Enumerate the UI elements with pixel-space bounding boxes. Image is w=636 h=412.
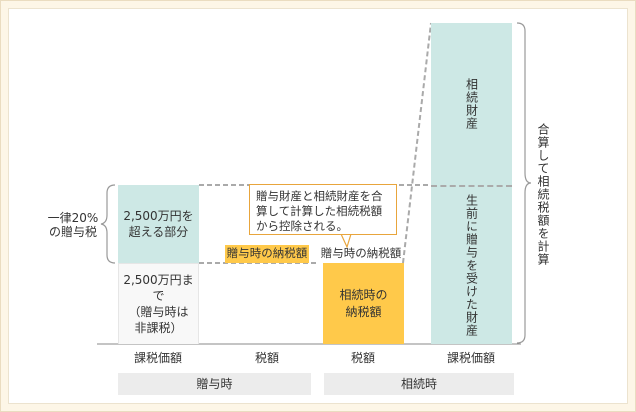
gift-tax-paid-block: 贈与時の納税額 xyxy=(225,245,309,263)
uniform-tax-label-line2: の贈与税 xyxy=(48,225,97,240)
callout-line2: 算して計算した相続税額 xyxy=(256,203,383,218)
gift-tax-paid-credit-label: 贈与時の納税額 xyxy=(313,245,409,263)
gift-base-label: 課税価額 xyxy=(133,351,182,365)
callout-box: 贈与財産と相続財産を合 算して計算した相続税額 から控除される。 xyxy=(249,184,397,235)
inherit-estate-block: 相続財産 xyxy=(431,23,512,185)
inherit-time-bar: 相続時 xyxy=(324,373,514,395)
left-bracket xyxy=(100,184,116,264)
combined-calc-text: 合算して相続税額を計算 xyxy=(536,122,550,266)
gift-under-part-line2: （贈与時は xyxy=(128,305,189,319)
combined-calc-label: 合算して相続税額を計算 xyxy=(533,119,553,269)
gift-time-label: 贈与時 xyxy=(196,376,233,391)
gift-time-bar: 贈与時 xyxy=(118,373,311,395)
inherit-estate-label: 相続財産 xyxy=(464,78,479,130)
gift-tax-base-label: 税額 xyxy=(254,351,279,365)
uniform-tax-label-line1: 一律20% xyxy=(47,211,99,225)
inherit-tax-line1: 相続時の xyxy=(339,288,388,303)
right-bracket xyxy=(516,22,532,344)
inherit-time-label: 相続時 xyxy=(400,376,437,391)
inherit-tax-line2: 納税額 xyxy=(345,304,382,319)
gift-under-part-line1: 2,500万円まで xyxy=(123,272,194,303)
gift-over-part-block: 2,500万円を 超える部分 xyxy=(118,185,199,263)
uniform-tax-label: 一律20% の贈与税 xyxy=(41,211,105,240)
gift-under-part-block: 2,500万円まで （贈与時は 非課税） xyxy=(118,263,199,344)
callout-line3: から控除される。 xyxy=(256,218,348,233)
gift-tax-paid-label: 贈与時の納税額 xyxy=(226,246,308,261)
gift-over-part-line1: 2,500万円を xyxy=(123,208,194,223)
callout-line1: 贈与財産と相続財産を合 xyxy=(256,189,383,203)
inherit-tax-block: 相続時の 納税額 xyxy=(323,263,404,344)
gifted-property-label: 生前に贈与を受けた財産 xyxy=(464,194,479,337)
gifted-property-block: 生前に贈与を受けた財産 xyxy=(431,185,512,344)
gift-under-part-line3: 非課税） xyxy=(134,321,183,336)
inherit-tax-base-label: 税額 xyxy=(350,351,375,365)
dashed-connector-rise xyxy=(402,22,432,264)
gift-tax-paid-credit-text: 贈与時の納税額 xyxy=(320,246,402,261)
inherit-base-label: 課税価額 xyxy=(446,351,495,365)
gift-over-part-line2: 超える部分 xyxy=(128,225,189,239)
